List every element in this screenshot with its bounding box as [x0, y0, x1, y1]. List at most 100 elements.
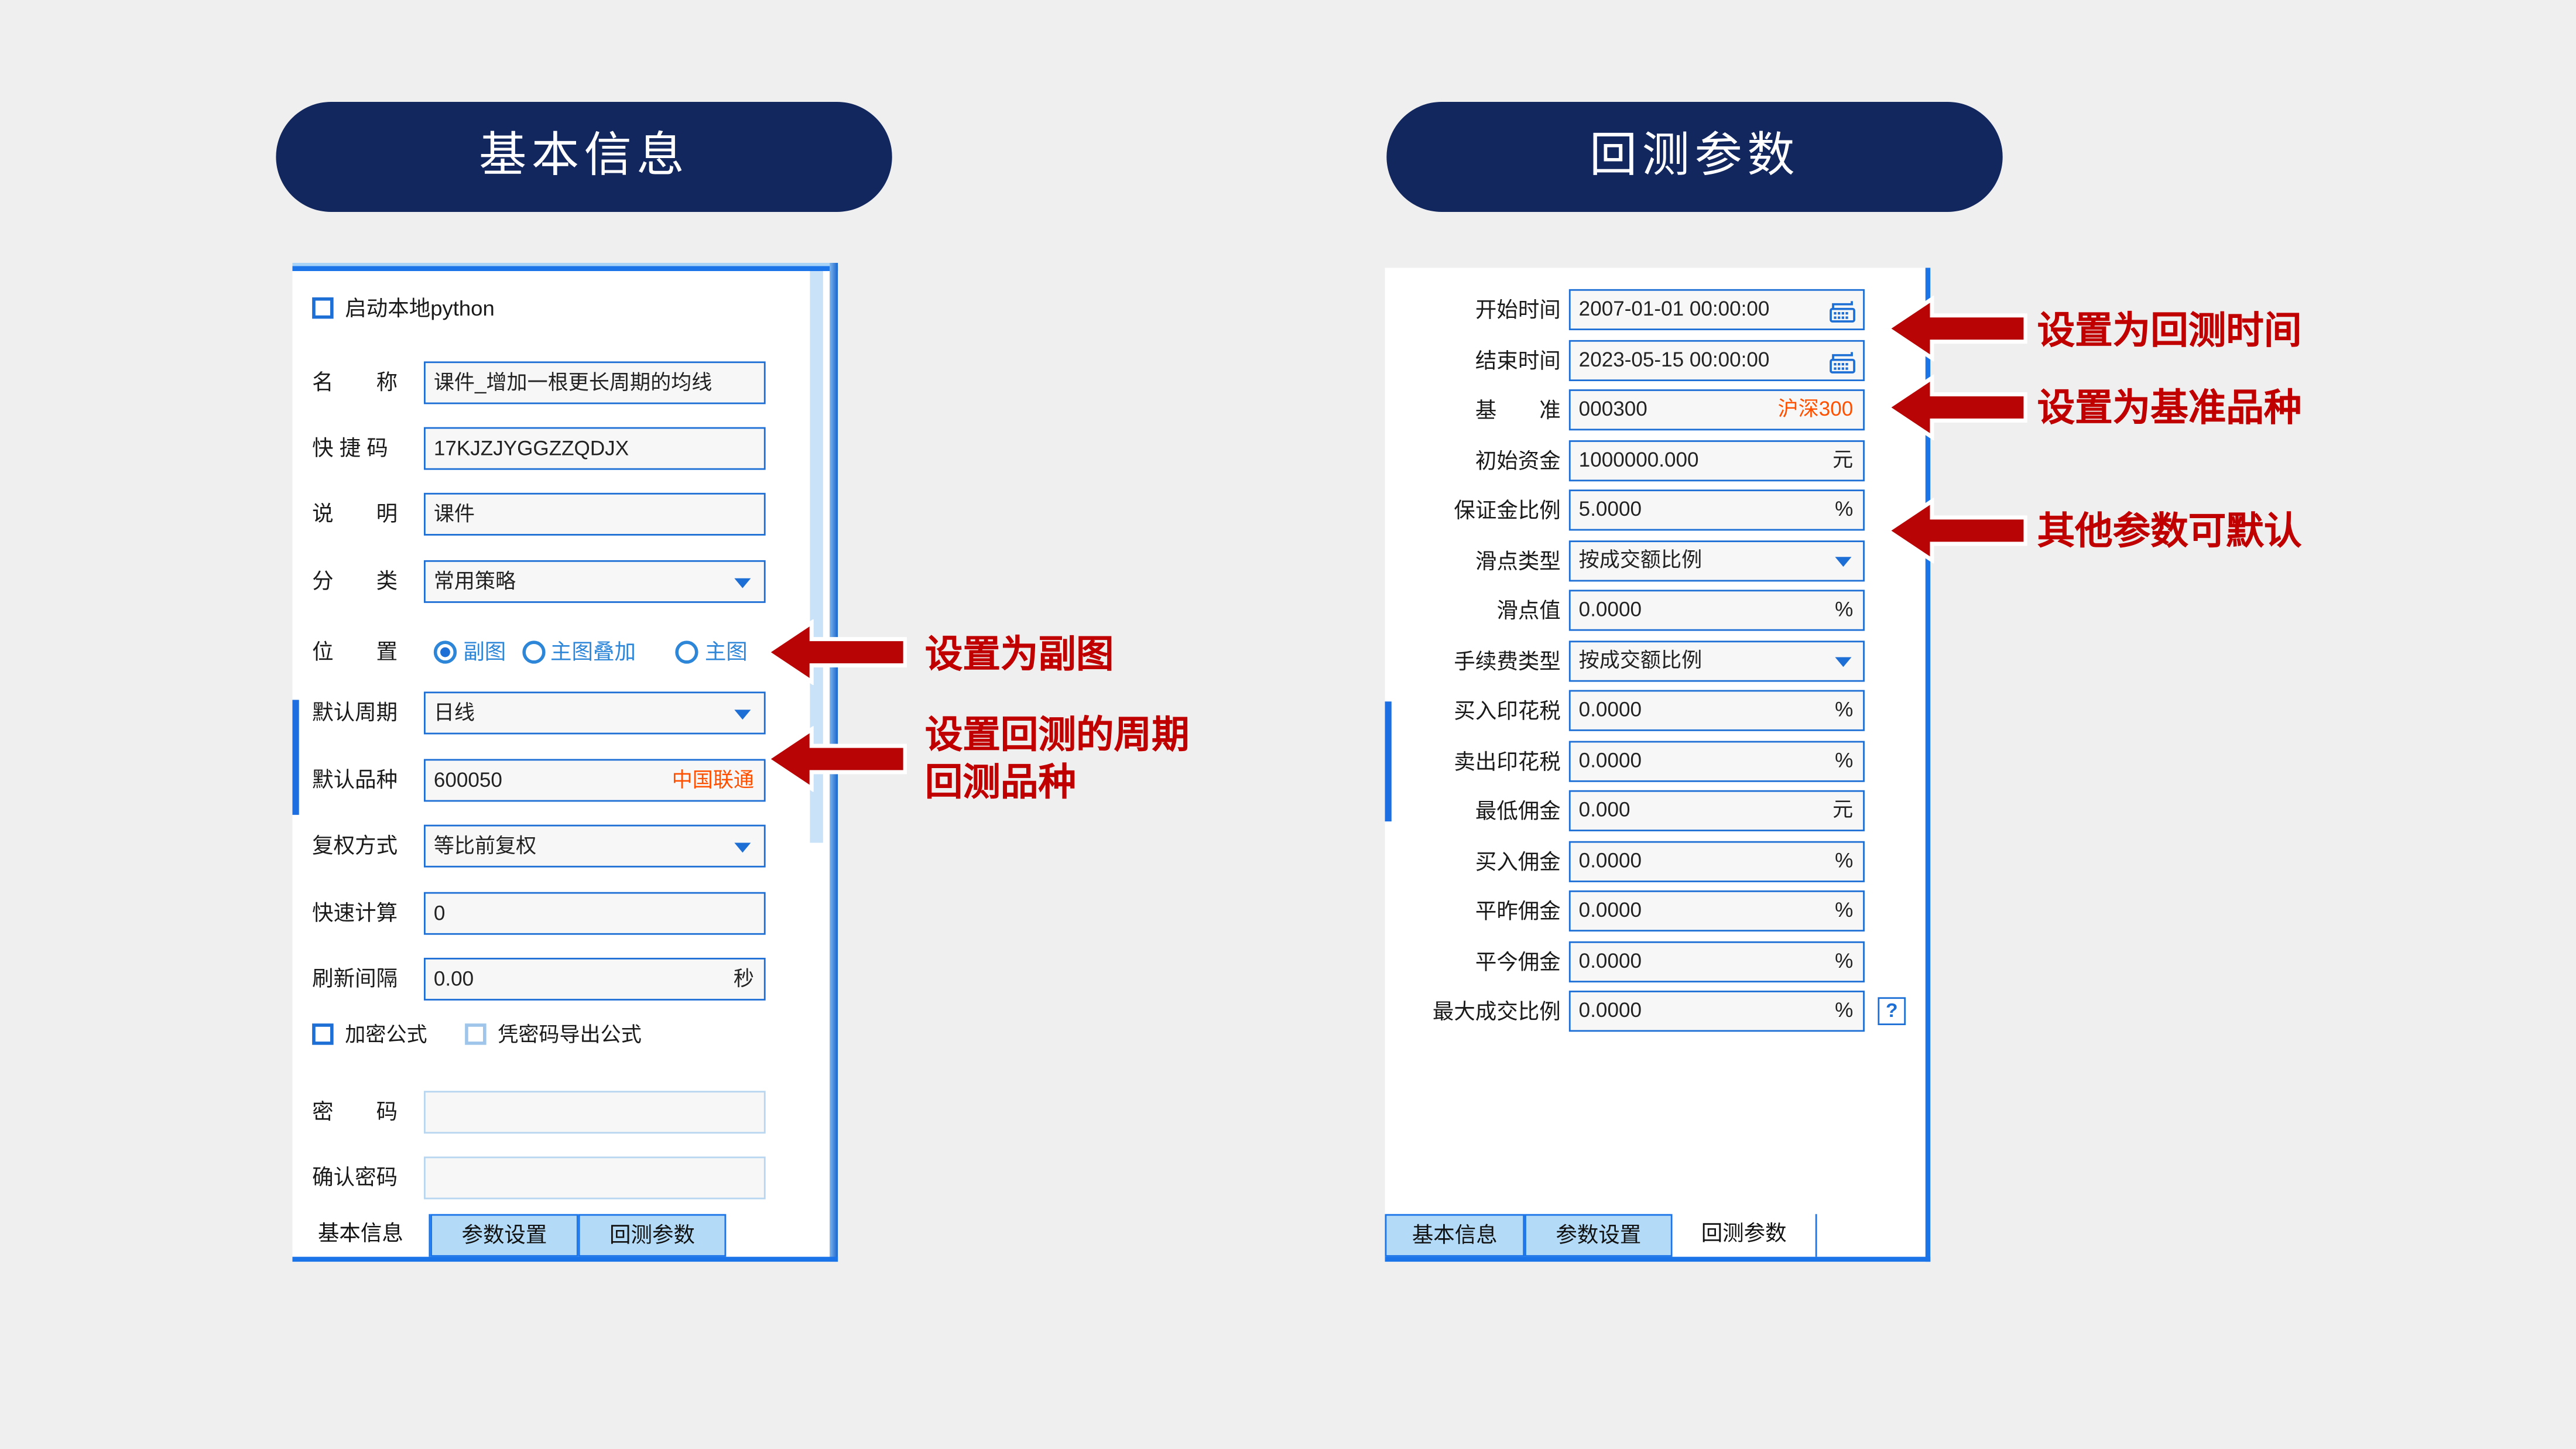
keyboard-icon[interactable]: [1827, 296, 1858, 326]
panel-top-border: [292, 262, 838, 272]
right-arrow-icon: [1886, 296, 2027, 362]
category-select[interactable]: 常用策略: [423, 560, 766, 603]
left-title-text: 基本信息: [478, 129, 690, 183]
password-export-checkbox[interactable]: [465, 1023, 487, 1045]
buy-commission-value: 0.0000: [1578, 849, 1642, 873]
panel-bottom-border: [292, 1256, 838, 1262]
slippage-value-input[interactable]: 0.0000 %: [1568, 590, 1865, 631]
desc-input[interactable]: 课件: [423, 492, 766, 536]
fee-type-select[interactable]: 按成交额比例: [1568, 640, 1865, 682]
left-section-title: 基本信息: [276, 101, 892, 212]
default-period-value: 日线: [433, 701, 475, 725]
left-arrow-icon: [765, 619, 907, 686]
tab-basic-info-label: 基本信息: [1412, 1222, 1498, 1247]
radio-main-chart-label[interactable]: 主图: [704, 639, 748, 664]
close-today-commission-input[interactable]: 0.0000 %: [1568, 941, 1865, 983]
category-value: 常用策略: [433, 570, 516, 594]
tab-backtest-params[interactable]: 回测参数: [1672, 1214, 1817, 1257]
buy-stamp-tax-input[interactable]: 0.0000 %: [1568, 690, 1865, 731]
category-label: 分 类: [312, 568, 398, 594]
buy-stamp-tax-unit: %: [1835, 698, 1854, 721]
close-yesterday-commission-unit: %: [1835, 898, 1854, 922]
password-input[interactable]: [423, 1091, 766, 1134]
start-time-input[interactable]: 2007-01-01 00:00:00: [1568, 289, 1865, 331]
quick-calc-value: 0: [433, 902, 446, 925]
tab-backtest-params[interactable]: 回测参数: [578, 1214, 727, 1257]
local-python-checkbox[interactable]: [312, 297, 334, 319]
radio-sub-chart[interactable]: [433, 640, 457, 664]
default-symbol-label: 默认品种: [312, 767, 398, 792]
chevron-down-icon: [734, 578, 751, 588]
buy-commission-label: 买入佣金: [1475, 849, 1561, 874]
shortcut-input[interactable]: 17KJZJYGGZZQDJX: [423, 427, 766, 470]
radio-main-chart[interactable]: [675, 640, 698, 664]
tab-backtest-params-label: 回测参数: [609, 1222, 695, 1247]
desc-value: 课件: [433, 502, 475, 526]
benchmark-value: 000300: [1578, 398, 1647, 421]
panel-right-border: [1925, 268, 1931, 1262]
tab-param-settings[interactable]: 参数设置: [430, 1214, 578, 1257]
default-symbol-input[interactable]: 600050 中国联通: [423, 759, 766, 802]
slippage-type-label: 滑点类型: [1475, 549, 1561, 574]
benchmark-input[interactable]: 000300 沪深300: [1568, 389, 1865, 431]
radio-main-overlay[interactable]: [522, 640, 546, 664]
refresh-interval-unit: 秒: [733, 967, 755, 991]
tab-basic-info[interactable]: 基本信息: [1385, 1214, 1525, 1257]
quick-calc-input[interactable]: 0: [423, 892, 766, 935]
max-fill-ratio-value: 0.0000: [1578, 999, 1642, 1022]
name-value: 课件_增加一根更长周期的均线: [433, 371, 712, 395]
sell-stamp-tax-input[interactable]: 0.0000 %: [1568, 741, 1865, 782]
name-input[interactable]: 课件_增加一根更长周期的均线: [423, 361, 766, 405]
default-period-select[interactable]: 日线: [423, 691, 766, 735]
sell-stamp-tax-unit: %: [1835, 749, 1854, 772]
radio-main-overlay-label[interactable]: 主图叠加: [550, 639, 636, 664]
fee-type-value: 按成交额比例: [1578, 649, 1703, 672]
default-symbol-value: 600050: [433, 769, 502, 792]
slippage-value-unit: %: [1835, 598, 1854, 621]
default-symbol-name: 中国联通: [672, 769, 755, 792]
tab-param-settings-label: 参数设置: [461, 1222, 547, 1247]
min-commission-label: 最低佣金: [1475, 798, 1561, 823]
close-today-commission-unit: %: [1835, 949, 1854, 973]
chevron-down-icon: [734, 710, 751, 720]
min-commission-unit: 元: [1832, 798, 1854, 822]
tab-basic-info[interactable]: 基本信息: [292, 1214, 431, 1257]
buy-commission-unit: %: [1835, 849, 1854, 873]
refresh-interval-input[interactable]: 0.00 秒: [423, 957, 766, 1001]
left-edge-indicator: [1385, 701, 1392, 822]
local-python-label: 启动本地python: [345, 296, 495, 321]
max-fill-ratio-input[interactable]: 0.0000 %: [1568, 991, 1865, 1032]
scrollbar-track[interactable]: [810, 271, 823, 843]
radio-sub-chart-label[interactable]: 副图: [463, 639, 506, 664]
annotation-period-line2: 回测品种: [924, 761, 1077, 804]
slippage-value-value: 0.0000: [1578, 598, 1642, 621]
slippage-value-label: 滑点值: [1496, 598, 1561, 623]
initial-capital-input[interactable]: 1000000.000 元: [1568, 440, 1865, 482]
confirm-password-input[interactable]: [423, 1156, 766, 1200]
min-commission-input[interactable]: 0.000 元: [1568, 790, 1865, 831]
tab-param-settings[interactable]: 参数设置: [1525, 1214, 1673, 1257]
help-button[interactable]: ?: [1878, 997, 1906, 1026]
right-title-text: 回测参数: [1589, 129, 1800, 183]
encrypt-formula-label: 加密公式: [345, 1023, 427, 1047]
keyboard-icon[interactable]: [1827, 347, 1858, 376]
buy-commission-input[interactable]: 0.0000 %: [1568, 841, 1865, 882]
slippage-type-select[interactable]: 按成交额比例: [1568, 540, 1865, 582]
basic-info-panel: 启动本地python 名 称 课件_增加一根更长周期的均线 快 捷 码 17KJ…: [292, 262, 838, 1262]
refresh-interval-value: 0.00: [433, 967, 474, 991]
encrypt-formula-checkbox[interactable]: [312, 1023, 334, 1045]
close-yesterday-commission-input[interactable]: 0.0000 %: [1568, 890, 1865, 932]
close-yesterday-commission-label: 平昨佣金: [1475, 898, 1561, 924]
margin-ratio-input[interactable]: 5.0000 %: [1568, 489, 1865, 531]
min-commission-value: 0.000: [1578, 798, 1630, 822]
annotation-default-params: 其他参数可默认: [2037, 509, 2302, 552]
right-arrow-icon: [1886, 498, 2027, 564]
buy-stamp-tax-label: 买入印花税: [1454, 698, 1561, 723]
end-time-input[interactable]: 2023-05-15 00:00:00: [1568, 340, 1865, 382]
adjust-mode-select[interactable]: 等比前复权: [423, 824, 766, 868]
annotation-period-line1: 设置回测的周期: [924, 712, 1190, 756]
chevron-down-icon: [1835, 557, 1852, 567]
default-period-label: 默认周期: [312, 700, 398, 725]
